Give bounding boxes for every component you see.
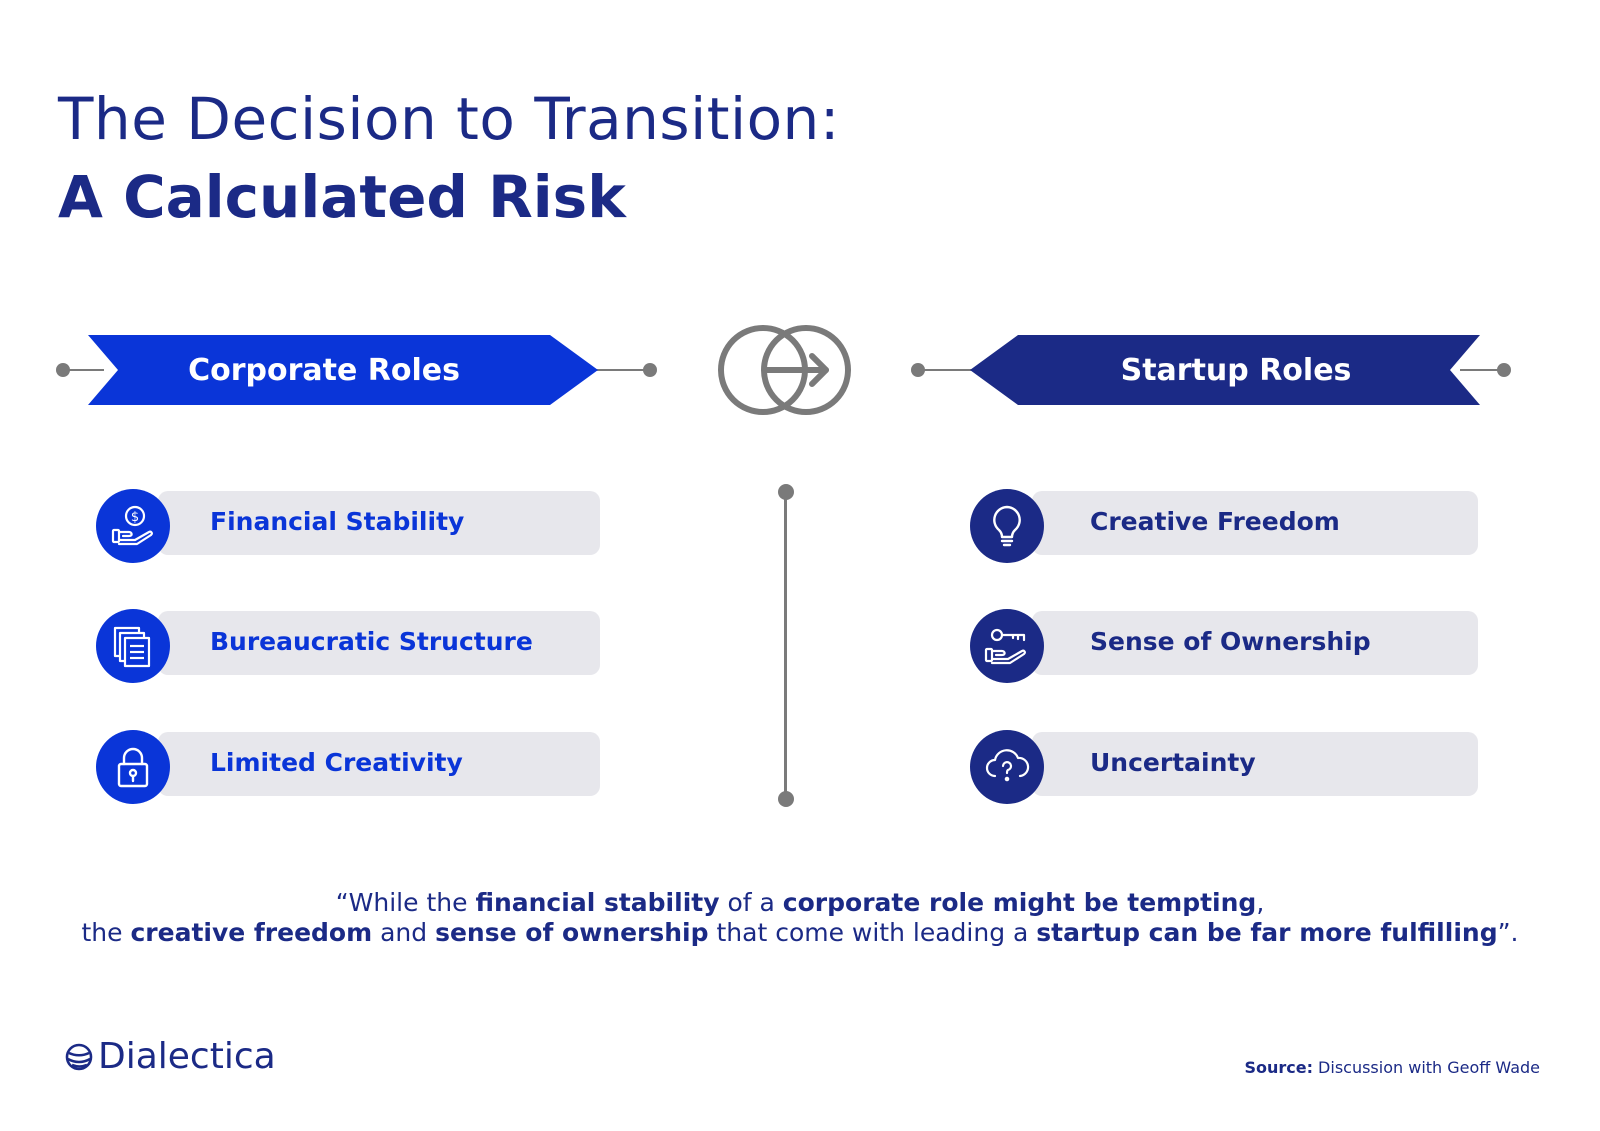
item-label: Financial Stability [210,507,465,536]
center-divider-line [784,490,787,800]
title-line-2: A Calculated Risk [58,163,626,231]
item-label: Limited Creativity [210,748,463,777]
item-pill [158,732,600,796]
corporate-left-dot [56,363,70,377]
startup-right-line [1460,369,1504,371]
quote-emphasis: financial stability [475,888,720,917]
corporate-item-limited-creativity: Limited Creativity [96,730,602,804]
corporate-left-line [64,369,104,371]
quote-text: , [1256,888,1265,917]
startup-item-creative-freedom: Creative Freedom [970,489,1480,563]
item-pill [158,491,600,555]
quote-text: that come with leading a [708,918,1037,947]
quote-emphasis: corporate role might be tempting [782,888,1257,917]
lightbulb-icon [970,489,1044,563]
logo-text: Dialectica [98,1036,276,1077]
corporate-item-financial-stability: $ Financial Stability [96,489,602,563]
money-hand-icon: $ [96,489,170,563]
corporate-roles-heading: Corporate Roles [188,352,460,388]
quote-line-2: the creative freedom and sense of owners… [0,918,1600,948]
svg-text:$: $ [131,510,139,525]
corporate-banner-shape [88,335,598,405]
title-line-1: The Decision to Transition: [58,85,840,153]
startup-left-line [918,369,978,371]
cloud-question-icon [970,730,1044,804]
item-label: Uncertainty [1090,748,1256,777]
source-label: Source: [1244,1058,1313,1077]
startup-roles-banner: Startup Roles [970,335,1482,405]
item-label: Bureaucratic Structure [210,627,533,656]
quote-emphasis: creative freedom [130,918,373,947]
item-pill [1032,732,1478,796]
quote-text: ”. [1497,918,1519,947]
key-hand-icon [970,609,1044,683]
dialectica-logo: Dialectica [64,1036,276,1077]
startup-roles-heading: Startup Roles [1120,352,1352,388]
startup-right-dot [1497,363,1511,377]
page-title: The Decision to Transition: A Calculated… [58,80,840,236]
item-pill [1032,611,1478,675]
corporate-right-dot [643,363,657,377]
padlock-icon [96,730,170,804]
quote-text: the [81,918,131,947]
globe-icon [65,1043,93,1070]
item-pill [158,611,600,675]
quote: “While the financial stability of a corp… [0,888,1600,948]
corporate-right-line [590,369,650,371]
item-label: Sense of Ownership [1090,627,1371,656]
quote-text: and [372,918,436,947]
quote-emphasis: sense of ownership [435,918,709,947]
center-bottom-dot [778,791,794,807]
startup-item-uncertainty: Uncertainty [970,730,1480,804]
source-text: Discussion with Geoff Wade [1312,1058,1540,1077]
quote-text: of a [719,888,783,917]
corporate-roles-banner: Corporate Roles [88,335,600,405]
transition-arrow-icon [718,325,851,415]
quote-line-1: “While the financial stability of a corp… [0,888,1600,918]
documents-stack-icon [96,609,170,683]
quote-emphasis: startup can be far more fulfilling [1036,918,1498,947]
corporate-item-bureaucratic-structure: Bureaucratic Structure [96,609,602,683]
item-label: Creative Freedom [1090,507,1340,536]
startup-banner-shape [970,335,1480,405]
item-pill [1032,491,1478,555]
startup-item-sense-of-ownership: Sense of Ownership [970,609,1480,683]
source-note: Source: Discussion with Geoff Wade [1244,1058,1540,1077]
quote-text: “While the [335,888,476,917]
